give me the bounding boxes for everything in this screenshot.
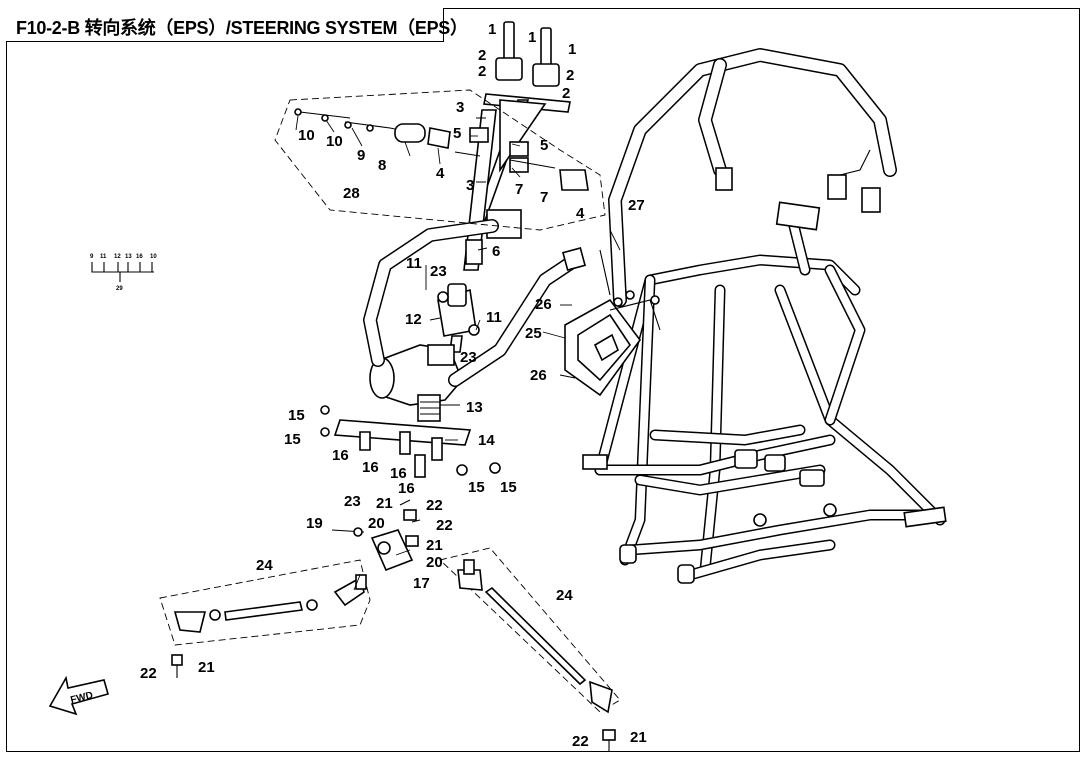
mounting-bracket	[320, 405, 501, 478]
callout-13: 13	[466, 399, 483, 416]
callout-labels: 1 1 1 2 2 2 2 3 3 4 4 5 5 6 7 7 8 9 10 1…	[140, 21, 647, 750]
callout-15: 15	[468, 479, 485, 496]
legend-item-1: 9	[90, 254, 94, 260]
callout-15: 15	[500, 479, 517, 496]
callout-3: 3	[456, 99, 464, 116]
callout-5: 5	[453, 125, 461, 142]
callout-24: 24	[556, 587, 573, 604]
callout-19: 19	[306, 515, 323, 532]
callout-16: 16	[362, 459, 379, 476]
callout-14: 14	[478, 432, 495, 449]
callout-20: 20	[426, 554, 443, 571]
callout-7: 7	[515, 181, 523, 198]
legend-item-6: 10	[150, 254, 157, 260]
callout-21: 21	[376, 495, 393, 512]
callout-28: 28	[343, 185, 360, 202]
vehicle-frame	[582, 201, 947, 584]
title-box: F10-2-B 转向系统（EPS）/STEERING SYSTEM（EPS）	[6, 8, 468, 42]
callout-2: 2	[566, 67, 574, 84]
callout-10: 10	[298, 127, 315, 144]
callout-22: 22	[572, 733, 589, 750]
callout-16: 16	[390, 465, 407, 482]
callout-24: 24	[256, 557, 273, 574]
steering-column	[363, 21, 587, 422]
legend: 9 11 12 13 16 10 29	[90, 254, 157, 292]
callout-15: 15	[288, 407, 305, 424]
wiring-harness	[599, 48, 897, 307]
callout-2: 2	[562, 85, 570, 102]
callout-22: 22	[426, 497, 443, 514]
callout-21: 21	[426, 537, 443, 554]
callout-4: 4	[436, 165, 445, 182]
callout-12: 12	[405, 311, 422, 328]
callout-2: 2	[478, 47, 486, 64]
leader-lines	[295, 115, 621, 591]
callout-7: 7	[540, 189, 548, 206]
callout-27: 27	[628, 197, 645, 214]
callout-23: 23	[460, 349, 477, 366]
forward-arrow-icon: FWD	[48, 675, 109, 716]
callout-3: 3	[466, 177, 474, 194]
callout-26: 26	[535, 296, 552, 313]
callout-1: 1	[488, 21, 496, 38]
detail-group	[274, 89, 606, 231]
callout-21: 21	[630, 729, 647, 746]
callout-17: 17	[413, 575, 430, 592]
callout-1: 1	[528, 29, 536, 46]
callout-10: 10	[326, 133, 343, 150]
callout-8: 8	[378, 157, 386, 174]
callout-23: 23	[430, 263, 447, 280]
page-title: F10-2-B 转向系统（EPS）/STEERING SYSTEM（EPS）	[16, 18, 468, 38]
pitman-arm	[331, 499, 421, 572]
callout-11: 11	[406, 255, 422, 272]
callout-15: 15	[284, 431, 301, 448]
legend-item-3: 12	[114, 254, 121, 260]
callout-26: 26	[530, 367, 547, 384]
tie-rod-left	[159, 559, 371, 678]
callout-2: 2	[478, 63, 486, 80]
callout-22: 22	[140, 665, 157, 682]
legend-item-2: 11	[100, 254, 107, 260]
callout-25: 25	[525, 325, 542, 342]
callout-11: 11	[486, 309, 502, 326]
eps-controller	[564, 298, 661, 397]
legend-group: 29	[116, 286, 123, 292]
callout-6: 6	[492, 243, 500, 260]
drawing-border	[6, 8, 1080, 752]
callout-16: 16	[398, 480, 415, 497]
callout-21: 21	[198, 659, 215, 676]
callout-22: 22	[436, 517, 453, 534]
legend-item-4: 13	[125, 254, 132, 260]
callout-5: 5	[540, 137, 548, 154]
callout-23: 23	[344, 493, 361, 510]
callout-1: 1	[568, 41, 576, 58]
callout-16: 16	[332, 447, 349, 464]
tie-rod-right	[439, 547, 621, 752]
fwd-label: FWD	[69, 690, 94, 706]
legend-item-5: 16	[136, 254, 143, 260]
callout-4: 4	[576, 205, 585, 222]
callout-9: 9	[357, 147, 365, 164]
callout-20: 20	[368, 515, 385, 532]
